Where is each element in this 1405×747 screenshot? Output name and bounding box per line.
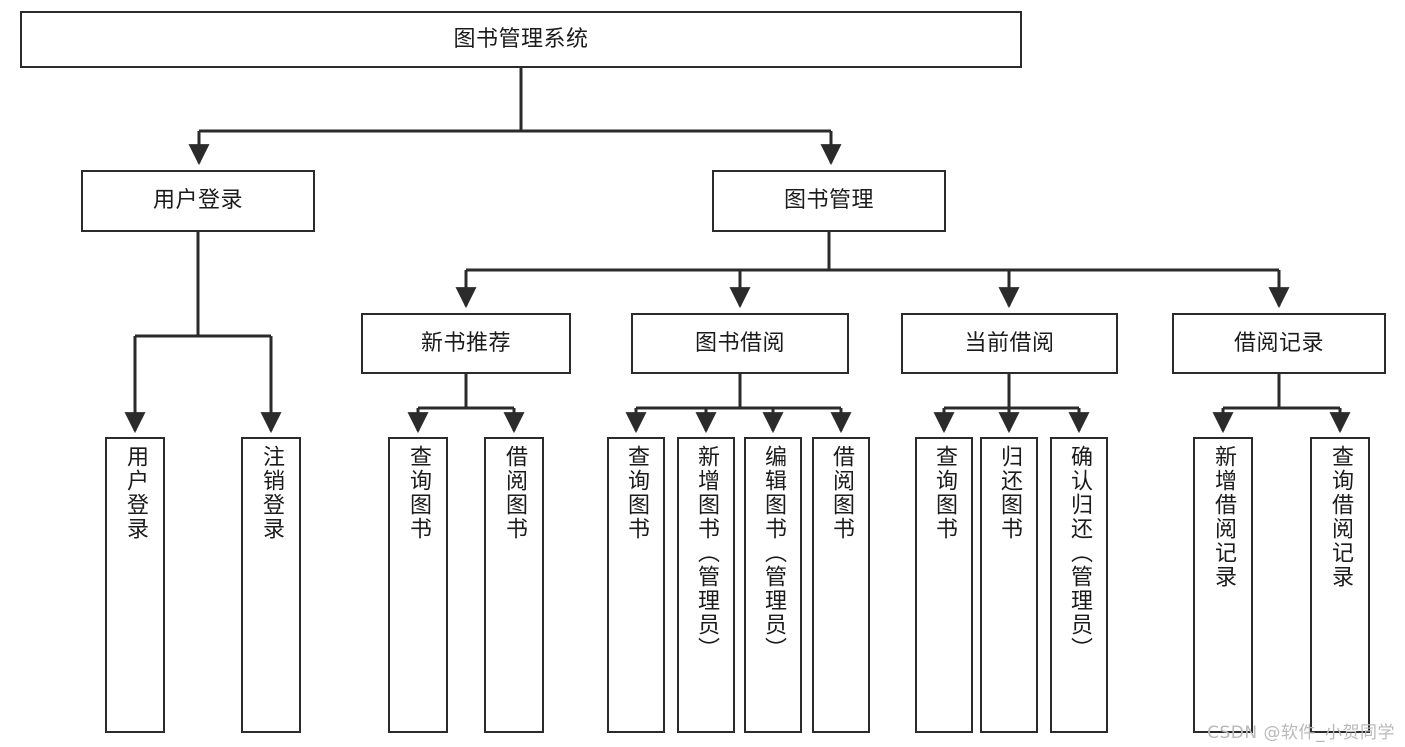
node-label: 用户登录 bbox=[152, 188, 243, 214]
node-leaf-query-book-recommend[interactable]: 查询图书 bbox=[388, 437, 448, 733]
node-label: 查询图书 bbox=[932, 445, 957, 541]
node-user-login[interactable]: 用户登录 bbox=[81, 170, 315, 232]
node-leaf-query-borrow-record[interactable]: 查询借阅记录 bbox=[1310, 437, 1370, 733]
node-label: 新书推荐 bbox=[420, 330, 511, 356]
node-book-borrow[interactable]: 图书借阅 bbox=[631, 313, 849, 374]
node-root-system[interactable]: 图书管理系统 bbox=[20, 11, 1022, 68]
node-book-management[interactable]: 图书管理 bbox=[712, 170, 946, 232]
node-leaf-borrow-book-recommend[interactable]: 借阅图书 bbox=[484, 437, 544, 733]
node-leaf-logout[interactable]: 注销登录 bbox=[241, 437, 301, 733]
node-leaf-query-book-current[interactable]: 查询图书 bbox=[915, 437, 973, 733]
node-label: 图书管理 bbox=[783, 188, 874, 214]
node-leaf-add-book-admin[interactable]: 新增图书（管理员） bbox=[677, 437, 735, 733]
node-current-borrow[interactable]: 当前借阅 bbox=[901, 313, 1118, 374]
node-label: 图书借阅 bbox=[694, 330, 785, 356]
node-label: 编辑图书（管理员） bbox=[761, 445, 786, 661]
node-label: 图书管理系统 bbox=[453, 26, 589, 52]
node-label: 查询图书 bbox=[406, 445, 431, 541]
node-label: 借阅记录 bbox=[1233, 330, 1324, 356]
node-leaf-edit-book-admin[interactable]: 编辑图书（管理员） bbox=[744, 437, 802, 733]
node-new-book-recommend[interactable]: 新书推荐 bbox=[361, 313, 571, 374]
node-label: 查询借阅记录 bbox=[1328, 445, 1353, 589]
node-label: 注销登录 bbox=[259, 445, 284, 541]
node-label: 确认归还（管理员） bbox=[1067, 445, 1092, 661]
node-label: 新增借阅记录 bbox=[1211, 445, 1236, 589]
node-leaf-confirm-return-admin[interactable]: 确认归还（管理员） bbox=[1050, 437, 1108, 733]
node-leaf-return-book[interactable]: 归还图书 bbox=[980, 437, 1038, 733]
node-label: 归还图书 bbox=[997, 445, 1022, 541]
node-leaf-add-borrow-record[interactable]: 新增借阅记录 bbox=[1193, 437, 1253, 733]
node-leaf-query-book-borrow[interactable]: 查询图书 bbox=[607, 437, 665, 733]
node-label: 用户登录 bbox=[123, 445, 148, 541]
watermark-text: CSDN @软件_小贺同学 bbox=[1207, 723, 1395, 743]
node-label: 新增图书（管理员） bbox=[694, 445, 719, 661]
node-label: 借阅图书 bbox=[502, 445, 527, 541]
node-label: 当前借阅 bbox=[964, 330, 1055, 356]
node-leaf-borrow-book[interactable]: 借阅图书 bbox=[812, 437, 870, 733]
node-label: 借阅图书 bbox=[829, 445, 854, 541]
node-leaf-user-login[interactable]: 用户登录 bbox=[105, 437, 165, 733]
node-label: 查询图书 bbox=[624, 445, 649, 541]
node-borrow-record[interactable]: 借阅记录 bbox=[1172, 313, 1386, 374]
